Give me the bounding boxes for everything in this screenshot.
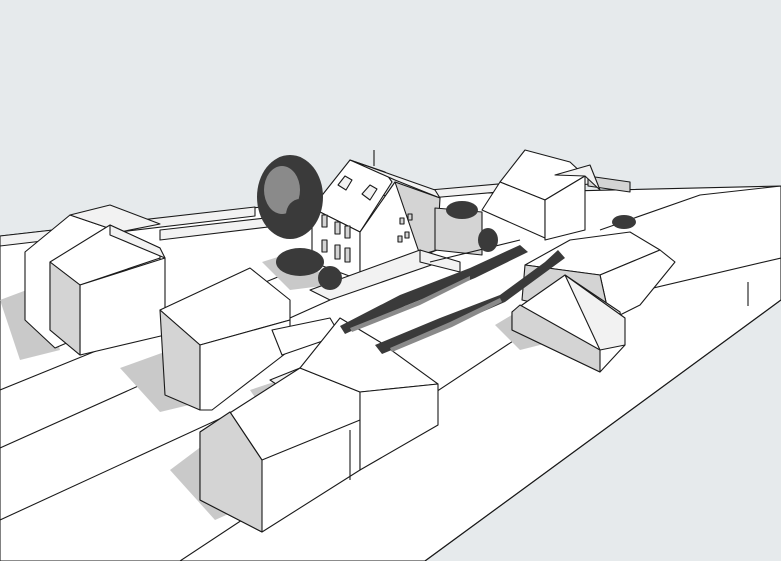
house-front	[199, 317, 439, 533]
garden-walls	[309, 239, 521, 301]
house-left-back	[24, 204, 166, 356]
shrubs	[276, 201, 636, 290]
hedge-rows	[340, 245, 565, 354]
house-right-front	[511, 231, 676, 373]
house-right-back	[434, 149, 601, 256]
tree	[257, 155, 323, 239]
